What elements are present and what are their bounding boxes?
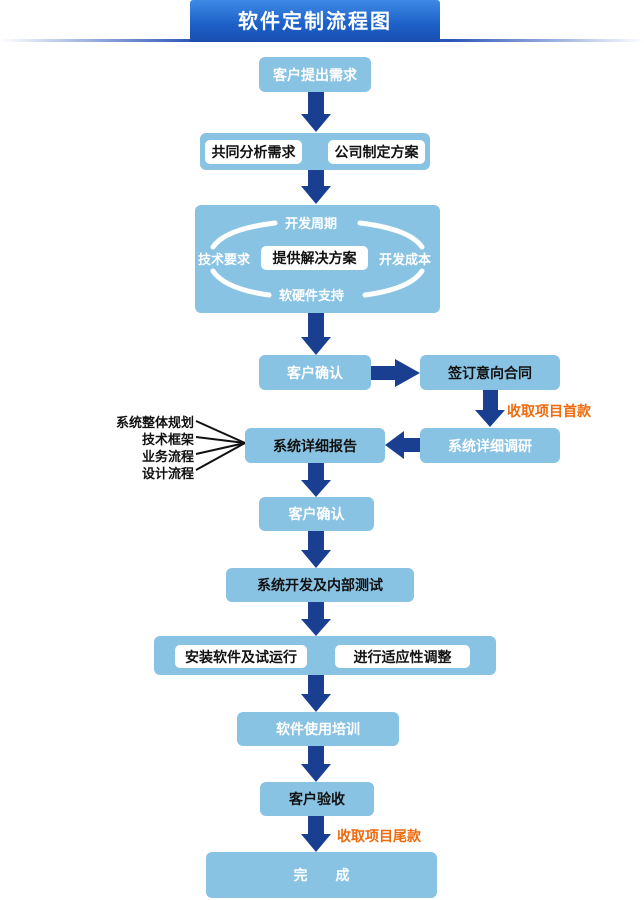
step-training: 软件使用培训 [237,712,399,746]
report-item-design-flow: 设计流程 [141,467,194,482]
arrow-down-6 [301,602,331,636]
step-detailed-report: 系统详细报告 [245,428,385,463]
step-install-trial: 安装软件及试运行 [175,645,307,668]
step-detailed-research: 系统详细调研 [420,428,560,463]
report-item-business-flow: 业务流程 [141,450,194,465]
page-title: 软件定制流程图 [190,0,440,42]
step-development-testing: 系统开发及内部测试 [226,568,414,602]
step-label: 客户提出需求 [273,67,357,84]
step-label: 系统详细调研 [448,438,532,455]
payment-final-label: 收取项目尾款 [337,829,421,845]
cycle-left-label: 技术要求 [198,253,251,268]
step-label: 签订意向合同 [448,365,532,382]
fan-line-2 [195,436,246,444]
arrow-down-8 [301,746,331,782]
cycle-bottom-label: 软硬件支持 [279,289,345,304]
step-label: 系统开发及内部测试 [257,578,383,594]
step-label: 系统详细报告 [273,438,357,455]
step-solution-cycle: 开发周期 技术要求 开发成本 软硬件支持 提供解决方案 [195,205,440,313]
arrow-down-7 [301,675,331,712]
step-complete: 完 成 [206,852,437,898]
step-customer-confirm-2: 客户确认 [259,497,374,531]
step-sign-contract: 签订意向合同 [420,355,560,390]
arrow-down-contract-research [475,390,505,427]
step-customer-acceptance: 客户验收 [260,782,374,816]
step-label: 完 成 [293,868,350,884]
step-company-plan: 公司制定方案 [328,140,425,164]
step-label: 客户确认 [287,365,343,382]
payment-first-label: 收取项目首款 [507,404,591,420]
step-adaptive-adjust: 进行适应性调整 [335,645,470,668]
arrow-right-confirm-contract [371,359,420,387]
arrow-down-3 [301,313,331,355]
step-label: 客户确认 [288,507,345,523]
step-provide-solution: 提供解决方案 [261,246,368,270]
step-label: 软件使用培训 [276,722,360,738]
report-item-tech-framework: 技术框架 [141,433,194,448]
report-item-overall-plan: 系统整体规划 [115,416,194,431]
step-label: 客户验收 [289,792,345,808]
fan-line-1 [195,420,246,444]
step-joint-analysis: 共同分析需求 [205,140,302,164]
cycle-top-label: 开发周期 [285,217,338,232]
fan-line-4 [195,442,246,471]
arrow-left-research-report [385,431,420,459]
arrow-down-1 [301,92,331,132]
arrow-down-5 [301,531,331,568]
step-customer-request: 客户提出需求 [259,57,371,92]
arrow-down-4 [301,463,331,497]
arrow-down-2 [301,170,331,204]
step-customer-confirm-1: 客户确认 [259,355,371,390]
cycle-ellipse [210,220,425,298]
cycle-right-label: 开发成本 [379,253,432,268]
arrow-down-9 [301,816,331,852]
fan-line-3 [195,442,246,455]
